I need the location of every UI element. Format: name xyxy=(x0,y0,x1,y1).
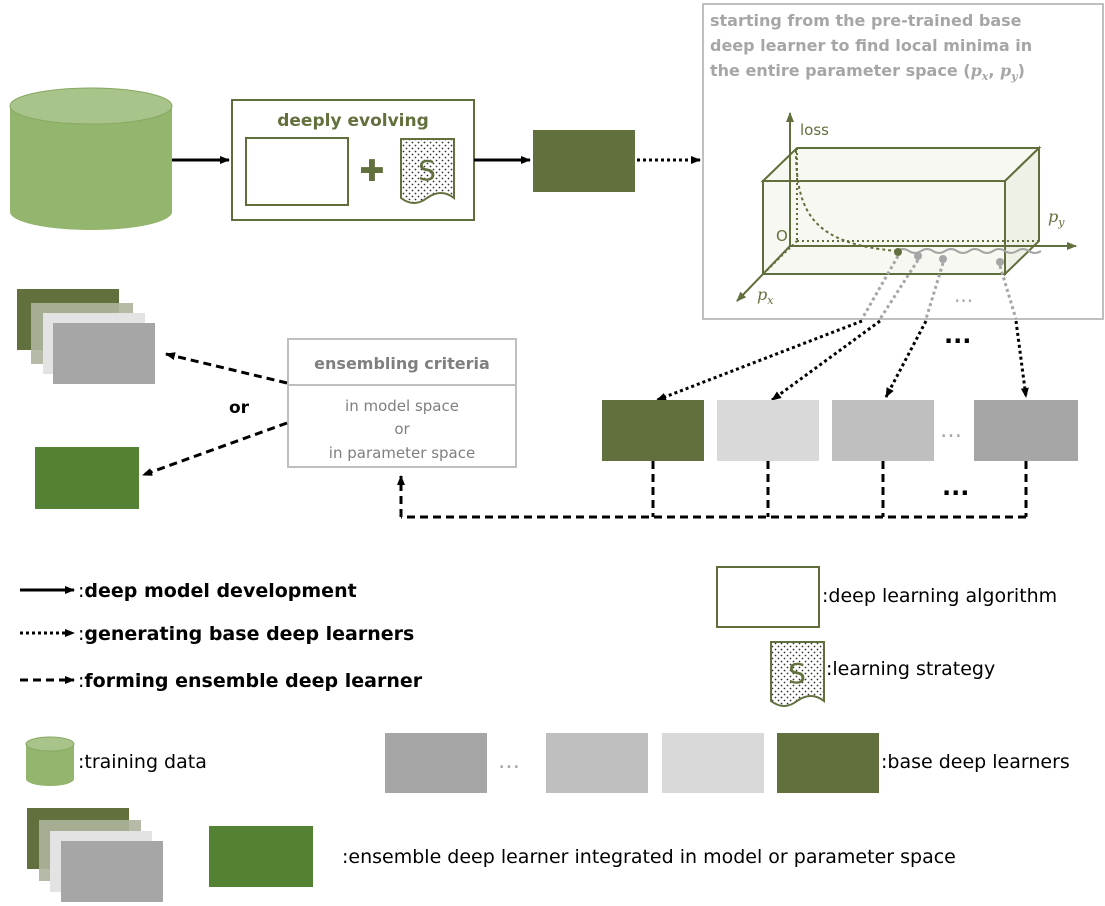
legend-algorithm-icon xyxy=(716,566,820,628)
legend-ensemble-stack-icon xyxy=(27,808,163,902)
plus-icon: ✚ xyxy=(359,154,384,189)
pretrained-model-box xyxy=(533,130,635,192)
deeply-evolving-label: deeply evolving xyxy=(277,111,429,131)
training-data-cylinder-icon xyxy=(9,87,173,230)
ensemble-model-space-stack xyxy=(17,289,155,384)
legend-dotted-arrow-label: :generating base deep learners xyxy=(78,623,414,645)
legend-dashed-arrow-label: :forming ensemble deep learner xyxy=(78,670,423,692)
dashed-arrow-to-parameter-space xyxy=(142,421,288,477)
svg-text:S: S xyxy=(418,154,436,187)
legend-learner-olive xyxy=(777,733,879,793)
panel-more-dots: ... xyxy=(954,283,973,307)
generating-arrows xyxy=(656,319,1029,402)
minimum-point-4 xyxy=(996,258,1004,266)
minimum-point-2 xyxy=(914,252,922,260)
or-label: or xyxy=(229,398,250,418)
learners-more-dots-top: ... xyxy=(944,321,971,349)
minima-connectors xyxy=(860,255,1018,320)
legend-training-data-label: :training data xyxy=(78,751,207,773)
loss-curve xyxy=(795,149,898,252)
ensembling-criteria-box xyxy=(287,338,517,468)
algorithm-box-icon xyxy=(245,137,349,206)
loss-axis-label: loss xyxy=(800,121,829,139)
py-axis-label: py xyxy=(1048,207,1065,229)
legend: :deep model development :generating base… xyxy=(20,566,1070,902)
legend-base-learners-label: :base deep learners xyxy=(881,751,1070,773)
legend-algorithm-label: :deep learning algorithm xyxy=(822,585,1057,607)
ensembling-criteria-title: ensembling criteria xyxy=(314,354,490,373)
dashed-arrow-to-model-space xyxy=(165,352,288,385)
base-learners-ellipsis: … xyxy=(940,418,962,443)
px-axis xyxy=(736,245,791,302)
origin-label: O xyxy=(776,227,788,245)
minima-path xyxy=(896,248,1042,254)
legend-strategy-label: :learning strategy xyxy=(826,658,995,680)
learning-strategy-icon: S xyxy=(400,138,455,204)
px-axis-label: px xyxy=(757,285,774,307)
ensembling-criteria-line1: in model space xyxy=(345,397,459,415)
legend-learners-ellipsis: … xyxy=(498,749,520,774)
legend-learner-dark-gray xyxy=(385,733,487,793)
legend-learner-mid-gray xyxy=(546,733,648,793)
minimum-point-3 xyxy=(939,255,947,263)
legend-ensemble-label: :ensemble deep learner integrated in mod… xyxy=(342,846,956,868)
minimum-point-1 xyxy=(894,248,902,256)
ensembling-criteria-line2: or xyxy=(394,420,410,438)
legend-strategy-icon: S xyxy=(770,641,825,707)
legend-learner-light-gray xyxy=(662,733,764,793)
parameter-space-note-line2: deep learner to find local minima in xyxy=(710,36,1032,55)
base-learner-n xyxy=(974,400,1078,461)
base-learner-1 xyxy=(602,400,704,461)
loss-landscape-box xyxy=(760,145,1042,277)
legend-solid-arrow-label: :deep model development xyxy=(78,580,357,602)
base-learner-2 xyxy=(717,400,819,461)
base-learner-3 xyxy=(832,400,934,461)
svg-text:S: S xyxy=(788,657,806,690)
ensemble-feedback-lines xyxy=(397,461,1028,519)
ensemble-parameter-space-box xyxy=(35,447,139,509)
legend-training-data-icon xyxy=(25,736,75,786)
learners-more-dots-bottom: ... xyxy=(942,473,969,501)
parameter-space-note-line3: the entire parameter space (px, py) xyxy=(710,61,1025,83)
legend-ensemble-box-icon xyxy=(209,826,313,887)
ensembling-criteria-line3: in parameter space xyxy=(329,444,475,462)
parameter-space-note-line1: starting from the pre-trained base xyxy=(710,11,1022,30)
